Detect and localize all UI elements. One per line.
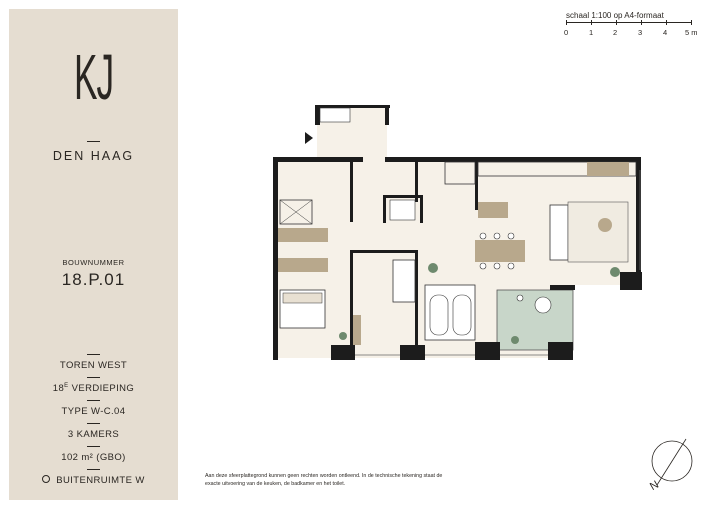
unit-label: BOUWNUMMER (62, 258, 125, 267)
spec-type: TYPE W-C.04 (61, 406, 126, 417)
spec-floor: 18E VERDIEPING (52, 383, 135, 395)
sofa (549, 204, 569, 261)
disclaimer: Aan deze sfeerplattegrond kunnen geen re… (205, 473, 443, 487)
shower (444, 161, 476, 185)
bathtub (452, 294, 472, 336)
single-bed (392, 259, 416, 303)
sun-icon (42, 475, 51, 483)
plants (339, 263, 620, 344)
scale-tick (616, 20, 617, 25)
north-arrow-icon: N (648, 438, 693, 493)
scale-tick-label: 2 (613, 28, 618, 37)
pillow (282, 292, 323, 304)
info-sidebar: KJ DEN HAAG BOUWNUMMER 18.P.01 TOREN WES… (9, 9, 178, 500)
cabinet (353, 315, 361, 345)
divider (87, 354, 100, 355)
bathroom (424, 284, 476, 341)
entrance-arrow-icon (305, 132, 313, 144)
kitchen-island (478, 202, 508, 218)
wardrobe (278, 228, 328, 242)
rug (567, 201, 629, 263)
walls (273, 105, 642, 360)
wardrobe (278, 258, 328, 272)
dining-chairs (479, 232, 515, 270)
spec-tower: TOREN WEST (59, 360, 128, 371)
scale-tick-label: 0 (564, 28, 569, 37)
divider (87, 469, 100, 470)
city-name: DEN HAAG (52, 149, 135, 163)
divider (87, 377, 100, 378)
unit-number: 18.P.01 (61, 270, 126, 289)
logo: KJ (74, 41, 114, 113)
shaft (279, 199, 313, 225)
scale-tick-label: 1 (589, 28, 594, 37)
divider (87, 423, 100, 424)
divider (87, 400, 100, 401)
compass-letter: N (648, 479, 661, 493)
kitchen-counter (477, 161, 637, 177)
spec-area: 102 m² (GBO) (61, 452, 126, 463)
scale-tick (691, 20, 692, 25)
divider (87, 446, 100, 447)
scale-tick-label: 4 (663, 28, 668, 37)
bathtub (429, 294, 449, 336)
outdoor-label: BUITENRUIMTE W (56, 475, 145, 486)
kitchen-cabinet (587, 162, 629, 176)
scale-tick-label: 3 (638, 28, 643, 37)
scale-tick (591, 20, 592, 25)
floor-plan (273, 105, 642, 360)
scale-tick (566, 20, 567, 25)
dining-table (475, 240, 525, 262)
scale-bar (566, 22, 692, 23)
windows (355, 170, 641, 356)
scale-tick (666, 20, 667, 25)
spec-rooms: 3 KAMERS (67, 429, 120, 440)
spec-outdoor: BUITENRUIMTE W (9, 475, 178, 486)
balcony-chair (534, 296, 552, 314)
scale-tick-label: 5 m (685, 28, 698, 37)
scale-label: schaal 1:100 op A4-formaat (566, 11, 664, 20)
divider (87, 141, 100, 142)
utility-box (319, 107, 351, 123)
coffee-table (598, 218, 612, 232)
balcony-table (516, 294, 524, 302)
balcony (496, 289, 574, 351)
scale-tick (641, 20, 642, 25)
toilet-room (389, 199, 416, 221)
